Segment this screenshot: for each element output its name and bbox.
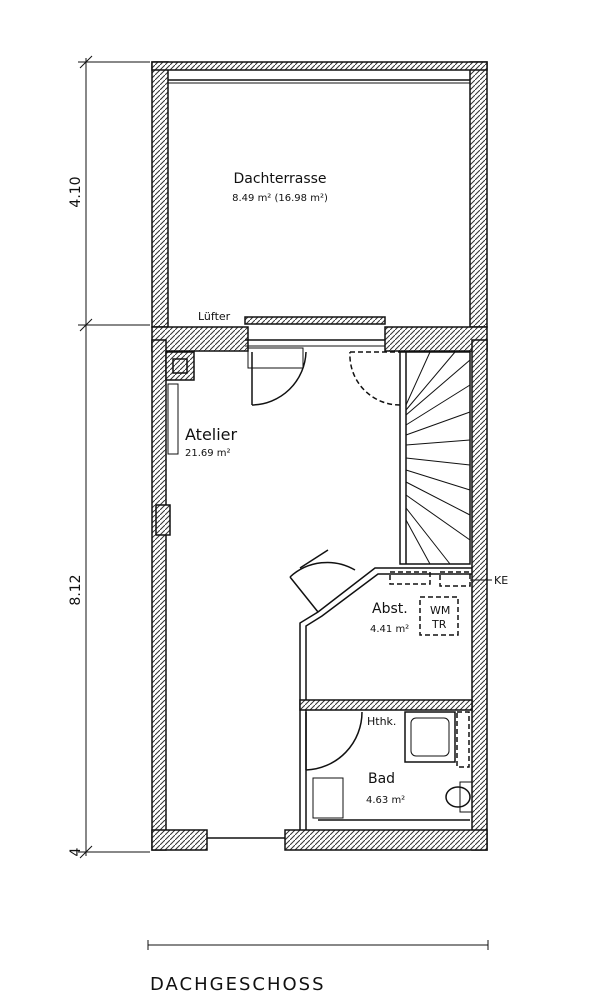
staircase <box>399 351 471 565</box>
dimension-interior: 8.12 <box>68 574 84 605</box>
plan-title: DACHGESCHOSS <box>150 974 326 995</box>
bathroom-fixtures <box>305 711 473 821</box>
room-area-atelier: 21.69 m² <box>185 448 231 459</box>
boiler-label: Hthk. <box>367 715 396 728</box>
terrace-separation-wall <box>151 316 488 352</box>
room-area-bath: 4.63 m² <box>366 795 405 806</box>
dimension-end: 4 <box>68 847 84 856</box>
room-name-atelier: Atelier <box>185 425 238 444</box>
vent-label: Lüfter <box>198 310 231 323</box>
exterior-walls <box>151 339 488 851</box>
storage-partition <box>289 549 492 830</box>
tr-label: TR <box>431 618 447 631</box>
ke-label: KE <box>494 574 508 587</box>
title-underline <box>147 940 489 950</box>
chimney <box>155 351 195 536</box>
room-area-storage: 4.41 m² <box>370 624 409 635</box>
room-area-terrace: 8.49 m² (16.98 m²) <box>232 193 328 204</box>
wm-label: WM <box>430 604 450 617</box>
room-name-terrace: Dachterrasse <box>233 171 326 187</box>
dimension-terrace: 4.10 <box>68 176 84 207</box>
terrace-door <box>247 347 401 406</box>
dimension-line <box>78 55 150 859</box>
room-name-bath: Bad <box>368 771 395 787</box>
terrace-walls <box>151 61 488 328</box>
room-name-storage: Abst. <box>372 601 408 617</box>
